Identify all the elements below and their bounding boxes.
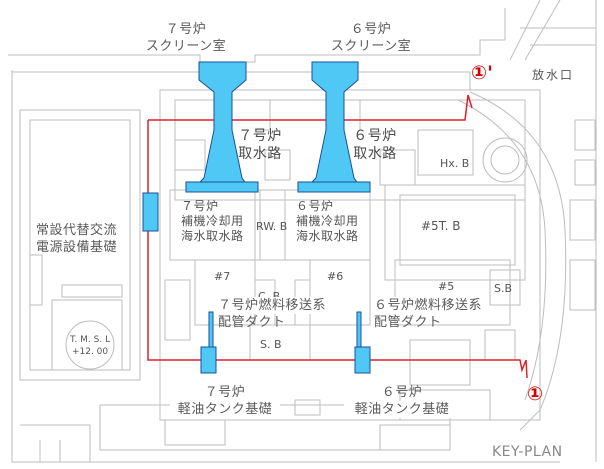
- unit6-aux-intake-label: ６号炉 補機冷却用 海水取水路: [296, 199, 359, 244]
- unit7-oil-tank-foundation: [200, 346, 217, 374]
- unit6-fuel-duct-line-2: 配管ダクト: [374, 315, 442, 330]
- section-marker-1: ①: [527, 383, 544, 405]
- site-plan-background: [8, 0, 597, 463]
- r5-label: #5: [438, 280, 455, 293]
- unit7-screen-room-line-1: ７号炉: [165, 22, 207, 37]
- unit6-aux-intake-line-3: 海水取水路: [296, 229, 359, 243]
- unit7-screen-room-line-2: スクリーン室: [145, 39, 227, 54]
- unit6-fuel-transfer-duct: [356, 311, 362, 351]
- unit7-intake-line-2: 取水路: [238, 146, 282, 162]
- t5-b-label: #5T. B: [421, 219, 461, 233]
- unit7-screen-room-label: ７号炉 スクリーン室: [140, 21, 232, 55]
- unit6-screen-room-and-intake: [297, 61, 371, 193]
- unit7-fuel-duct-line-1: ７号炉燃料移送系: [218, 297, 327, 314]
- r6-label: #6: [327, 270, 344, 283]
- unit6-screen-room-line-2: スクリーン室: [330, 39, 412, 54]
- unit7-oil-tank-label: ７号炉 軽油タンク基礎: [170, 384, 280, 418]
- power-equipment-foundation: [142, 192, 159, 232]
- unit7-fuel-duct-label: ７号炉燃料移送系 配管ダクト: [218, 297, 327, 331]
- unit6-fuel-duct-label: ６号炉燃料移送系 配管ダクト: [374, 297, 483, 331]
- s-b-label: S. B: [260, 338, 282, 351]
- unit6-oil-tank-line-2: 軽油タンク基礎: [344, 401, 460, 418]
- unit7-screen-room-and-intake: [185, 61, 259, 193]
- r7-label: #7: [214, 270, 231, 283]
- rw-b-label: RW. B: [256, 220, 288, 233]
- unit7-aux-intake-line-3: 海水取水路: [181, 229, 244, 243]
- unit6-screen-room-label: ６号炉 スクリーン室: [325, 21, 417, 55]
- section-top-line: [148, 94, 473, 121]
- section-marker-1-prime: ①': [471, 62, 493, 84]
- unit7-aux-intake-line-2: 補機冷却用: [181, 214, 244, 228]
- unit7-fuel-duct-line-2: 配管ダクト: [218, 315, 286, 330]
- unit7-aux-intake-label: ７号炉 補機冷却用 海水取水路: [181, 199, 244, 244]
- power-foundation-line-2: 電源設備基礎: [36, 240, 118, 255]
- s-b-right-label: S.B: [494, 282, 513, 295]
- section-boundary-line: [147, 120, 528, 379]
- unit6-oil-tank-foundation: [354, 346, 371, 374]
- tmsl-label: T. M. S. L +12. 00: [70, 334, 110, 358]
- unit7-fuel-transfer-duct: [208, 311, 214, 351]
- power-foundation-label: 常設代替交流 電源設備基礎: [36, 222, 117, 256]
- tmsl-line-1: T. M. S. L: [70, 335, 111, 345]
- unit6-oil-tank-line-1: ６号炉: [381, 385, 423, 400]
- unit6-intake-line-1: ６号炉: [353, 128, 397, 144]
- power-foundation-line-1: 常設代替交流: [36, 223, 118, 238]
- tmsl-line-2: +12. 00: [71, 347, 109, 357]
- unit6-fuel-duct-line-1: ６号炉燃料移送系: [374, 297, 483, 314]
- unit7-intake-line-1: ７号炉: [238, 128, 282, 144]
- unit6-aux-intake-line-2: 補機冷却用: [296, 214, 359, 228]
- unit6-oil-tank-label: ６号炉 軽油タンク基礎: [344, 384, 460, 418]
- unit6-screen-room-line-1: ６号炉: [350, 22, 392, 37]
- unit7-aux-intake-line-1: ７号炉: [181, 199, 219, 213]
- key-plan-title: KEY-PLAN: [492, 444, 563, 460]
- outlet-label: 放水口: [532, 68, 575, 82]
- unit7-oil-tank-line-1: ７号炉: [204, 385, 246, 400]
- unit6-intake-label: ６号炉 取水路: [347, 127, 403, 163]
- unit6-aux-intake-line-1: ６号炉: [296, 199, 334, 213]
- unit7-intake-label: ７号炉 取水路: [232, 127, 288, 163]
- unit7-oil-tank-line-2: 軽油タンク基礎: [170, 401, 280, 418]
- unit6-intake-line-2: 取水路: [353, 146, 397, 162]
- hx-b-label: Hx. B: [440, 157, 470, 170]
